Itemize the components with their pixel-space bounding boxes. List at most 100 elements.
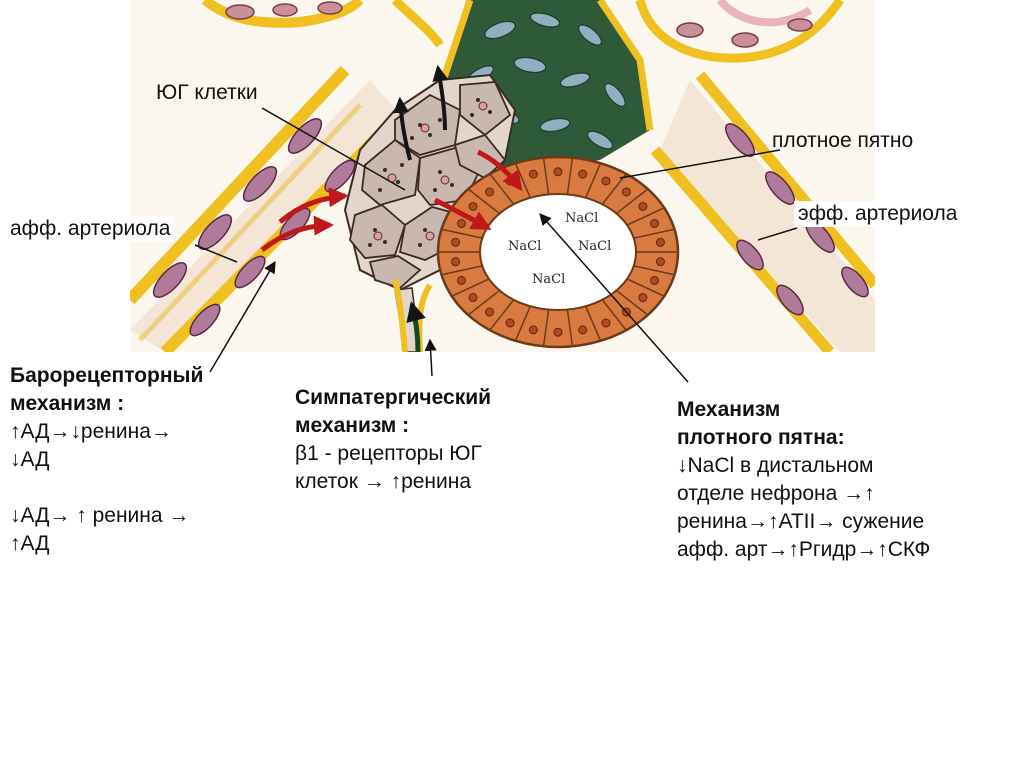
tubule-cell-border (626, 207, 665, 226)
baro-line-1: ↑АД→↓ренина→ (10, 420, 172, 443)
red-arrows (260, 149, 523, 252)
capillary-wall-right (635, 0, 844, 63)
tubule-cell-nucleus (553, 327, 563, 337)
tubule-cell-border (467, 188, 501, 215)
red-arrow-afferent-2 (260, 215, 334, 252)
red-arrow-macula-1 (476, 149, 523, 192)
symp-title-2: механизм : (295, 414, 410, 437)
tubule-cell-nucleus (638, 293, 648, 303)
nacl-labels: NaCl NaCl NaCl NaCl (508, 211, 611, 287)
baro-title-2: механизм : (10, 392, 125, 415)
tubule-cell-border (451, 278, 490, 297)
tubule-cell-nucleus (468, 293, 478, 303)
tubule-cell-nucleus (485, 187, 495, 197)
tubule-cell-border (542, 157, 550, 195)
pointer-aff-arteriole (194, 244, 238, 263)
renin-arrow-2 (432, 64, 449, 131)
baroreceptor-block: Барорецепторный механизм : ↑АД→↓ренина→ … (10, 362, 203, 558)
tubule-cell-nucleus (578, 169, 588, 179)
label-dense-spot: плотное пятно (772, 129, 914, 152)
tubule-cell-nucleus (457, 275, 467, 285)
tubule-cell-nucleus (457, 219, 467, 229)
renin-arrow-1 (393, 96, 412, 161)
capillary-cells-right (676, 18, 813, 48)
tubule-cell-nucleus (528, 325, 538, 335)
efferent-lumen (660, 80, 875, 352)
sympathetic-block: Симпатергический механизм : β1 - рецепто… (295, 384, 491, 496)
nacl-label: NaCl (508, 239, 541, 254)
capillary-wall-left2 (391, 0, 444, 48)
red-arrow-macula-2 (433, 197, 492, 231)
tubule-cell-border (514, 162, 532, 199)
symp-title-1: Симпатергический (295, 386, 492, 409)
tubule-cells (438, 157, 678, 347)
efferent-wall-outer (695, 71, 875, 289)
symp-line-1: β1 - рецепторы ЮГ (295, 442, 482, 465)
pointer-lines (194, 107, 798, 383)
tubule-cell-border (601, 173, 627, 205)
afferent-wall-outer (130, 65, 350, 305)
tubule-cell-border (489, 173, 515, 205)
pointer-baro (209, 260, 276, 373)
label-aff-arteriole: афф. артериола (6, 216, 175, 242)
tubule-cell-nucleus (451, 237, 461, 247)
capillary-lumen-right (716, 0, 813, 27)
tubule-cell-nucleus (638, 201, 648, 211)
tubule-cell-border (601, 299, 627, 331)
tubule-cell-nucleus (528, 169, 538, 179)
capillary-cells-left (225, 1, 343, 20)
label-jg-cells: ЮГ клетки (156, 81, 258, 104)
tubule-cell-border (566, 309, 574, 347)
pointer-jg-cells (261, 107, 406, 191)
label-eff-arteriole: эфф. артериола (794, 201, 962, 227)
tubule-cell-nucleus (601, 318, 611, 328)
pointer-symp (424, 338, 437, 377)
tubule-cell-border (633, 228, 675, 239)
tubule-cell-nucleus (655, 257, 665, 267)
pointer-dense-spot (619, 149, 781, 179)
tubule-cell-border (615, 188, 649, 215)
macula-line-2: отделе нефрона →↑ (677, 482, 875, 505)
tubule-cell-border (615, 289, 649, 316)
tubule-cell-nucleus (505, 318, 515, 328)
macula-line-4: афф. арт→↑Ргидр→↑СКФ (677, 538, 931, 561)
tubule-cell-nucleus (649, 219, 659, 229)
black-arrows (393, 64, 449, 161)
nacl-label: NaCl (565, 211, 598, 226)
symp-line-2: клеток → ↑ренина (295, 470, 472, 493)
jg-nuclei (373, 101, 488, 241)
tubule-cell-border (441, 228, 483, 239)
tubule-cell-border (514, 305, 532, 342)
tubule-lumen (479, 193, 637, 311)
pointer-eff-arteriole (757, 227, 798, 241)
tubule-cell-border (489, 299, 515, 331)
tubule-cell-nucleus (655, 237, 665, 247)
tubule-cell-nucleus (621, 187, 631, 197)
tubule-cell-nucleus (451, 257, 461, 267)
tubule-cell-border (542, 309, 550, 347)
tubule-cell-nucleus (553, 167, 563, 177)
tubule-cell-border (626, 278, 665, 297)
pointer-macula (539, 213, 689, 383)
tubule-cell-nucleus (485, 307, 495, 317)
tubule-cell-border (584, 162, 602, 199)
tubule-cell-border (633, 265, 675, 276)
tubule-cell-border (467, 289, 501, 316)
tubule-cell-nucleus (649, 275, 659, 285)
nerve-arrow (406, 301, 426, 352)
tubule-cell-nucleus (468, 201, 478, 211)
tubule-cell-nucleus (578, 325, 588, 335)
tubule-cell-nucleus (601, 176, 611, 186)
nacl-label: NaCl (578, 239, 611, 254)
tubule-cell-border (566, 157, 574, 195)
nacl-label: NaCl (532, 272, 565, 287)
red-arrow-afferent-1 (278, 187, 349, 224)
macula-title-1: Механизм (677, 398, 781, 421)
baro-line-3: ↓АД→ ↑ ренина → (10, 504, 190, 527)
macula-title-2: плотного пятна: (677, 426, 845, 449)
macula-line-3: ренина→↑АТII→ сужение (677, 510, 925, 533)
macula-densa-block: Механизм плотного пятна: ↓NaCl в дисталь… (677, 396, 930, 564)
baro-line-2: ↓АД (10, 448, 50, 471)
tubule-cell-border (584, 305, 602, 342)
